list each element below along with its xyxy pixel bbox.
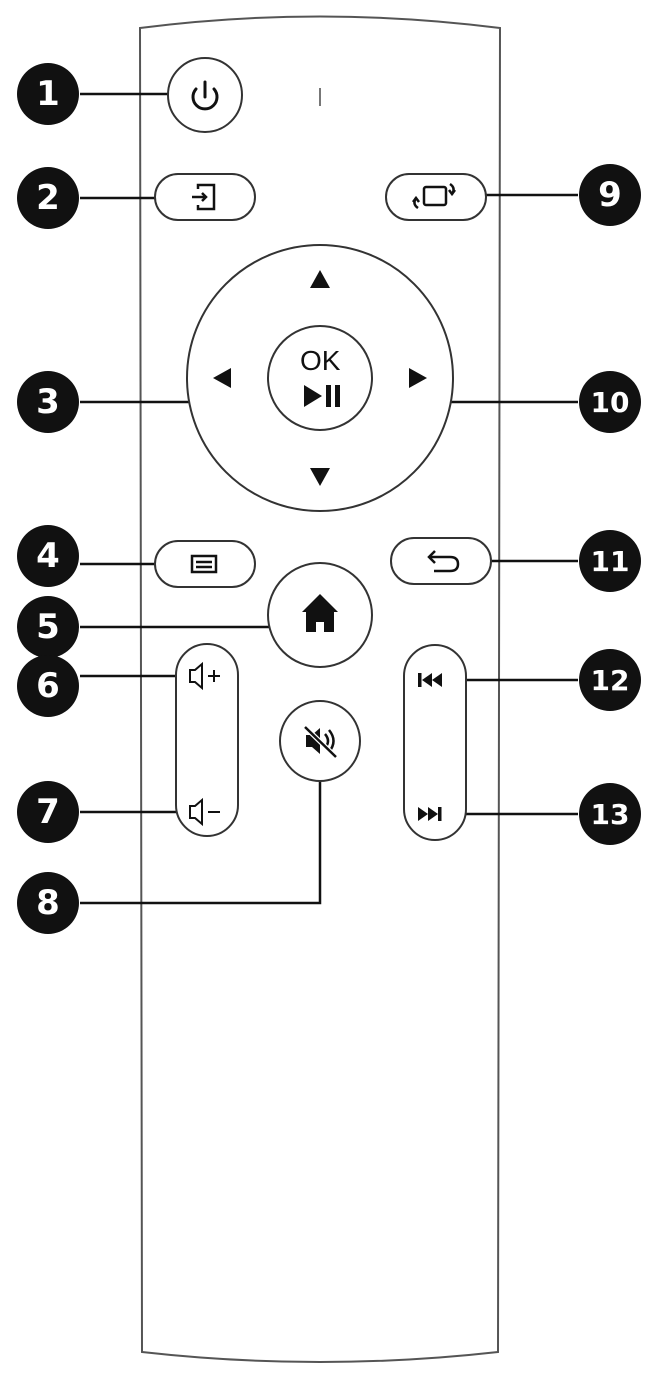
callout-badge-12 [579, 649, 641, 711]
callout-number-10: 10 [590, 385, 630, 419]
callout-number-1: 1 [36, 74, 60, 114]
volume-rocker[interactable] [175, 643, 239, 837]
next-track-icon[interactable] [418, 807, 442, 821]
ok-button[interactable] [267, 325, 373, 431]
callout-badge-9 [579, 164, 641, 226]
callout-number-2: 2 [36, 178, 60, 218]
mute-icon [303, 725, 338, 759]
dpad-right-icon[interactable] [409, 368, 427, 388]
callout-badge-6 [17, 655, 79, 717]
home-icon [302, 594, 338, 632]
callout-number-3: 3 [36, 382, 60, 422]
callout-number-12: 12 [590, 663, 630, 697]
volume-down-icon[interactable] [189, 797, 220, 827]
callout-badge-5 [17, 596, 79, 658]
menu-button[interactable] [154, 540, 256, 588]
callout-number-8: 8 [36, 883, 60, 923]
input-source-icon [192, 183, 216, 211]
callout-badge-10 [579, 371, 641, 433]
callout-badge-3 [17, 371, 79, 433]
dpad-left-icon[interactable] [213, 368, 231, 388]
callout-badge-11 [579, 530, 641, 592]
leader-8 [80, 780, 322, 905]
callout-number-9: 9 [598, 175, 622, 215]
callout-number-11: 11 [590, 544, 630, 578]
callout-number-5: 5 [36, 607, 60, 647]
dpad-down-icon[interactable] [310, 468, 330, 486]
callout-badges [17, 63, 641, 934]
callout-badge-7 [17, 781, 79, 843]
callout-badge-4 [17, 525, 79, 587]
callout-badge-2 [17, 167, 79, 229]
rotate-screen-button[interactable] [385, 173, 487, 221]
back-button[interactable] [390, 537, 492, 585]
callout-number-13: 13 [590, 797, 630, 831]
rotate-screen-icon [412, 182, 456, 210]
power-icon [191, 80, 219, 111]
previous-track-icon[interactable] [418, 673, 442, 687]
volume-up-icon[interactable] [189, 661, 220, 691]
callout-badge-1 [17, 63, 79, 125]
ok-label: OK [300, 345, 341, 376]
callout-badge-13 [579, 783, 641, 845]
callout-number-4: 4 [36, 536, 60, 576]
dpad-up-icon[interactable] [310, 270, 330, 288]
track-rocker[interactable] [403, 644, 467, 841]
ok-play-pause-icon [304, 385, 340, 407]
callout-number-6: 6 [36, 666, 60, 706]
back-icon [427, 550, 460, 573]
callout-badge-8 [17, 872, 79, 934]
menu-icon [190, 554, 218, 574]
callout-number-7: 7 [36, 792, 60, 832]
